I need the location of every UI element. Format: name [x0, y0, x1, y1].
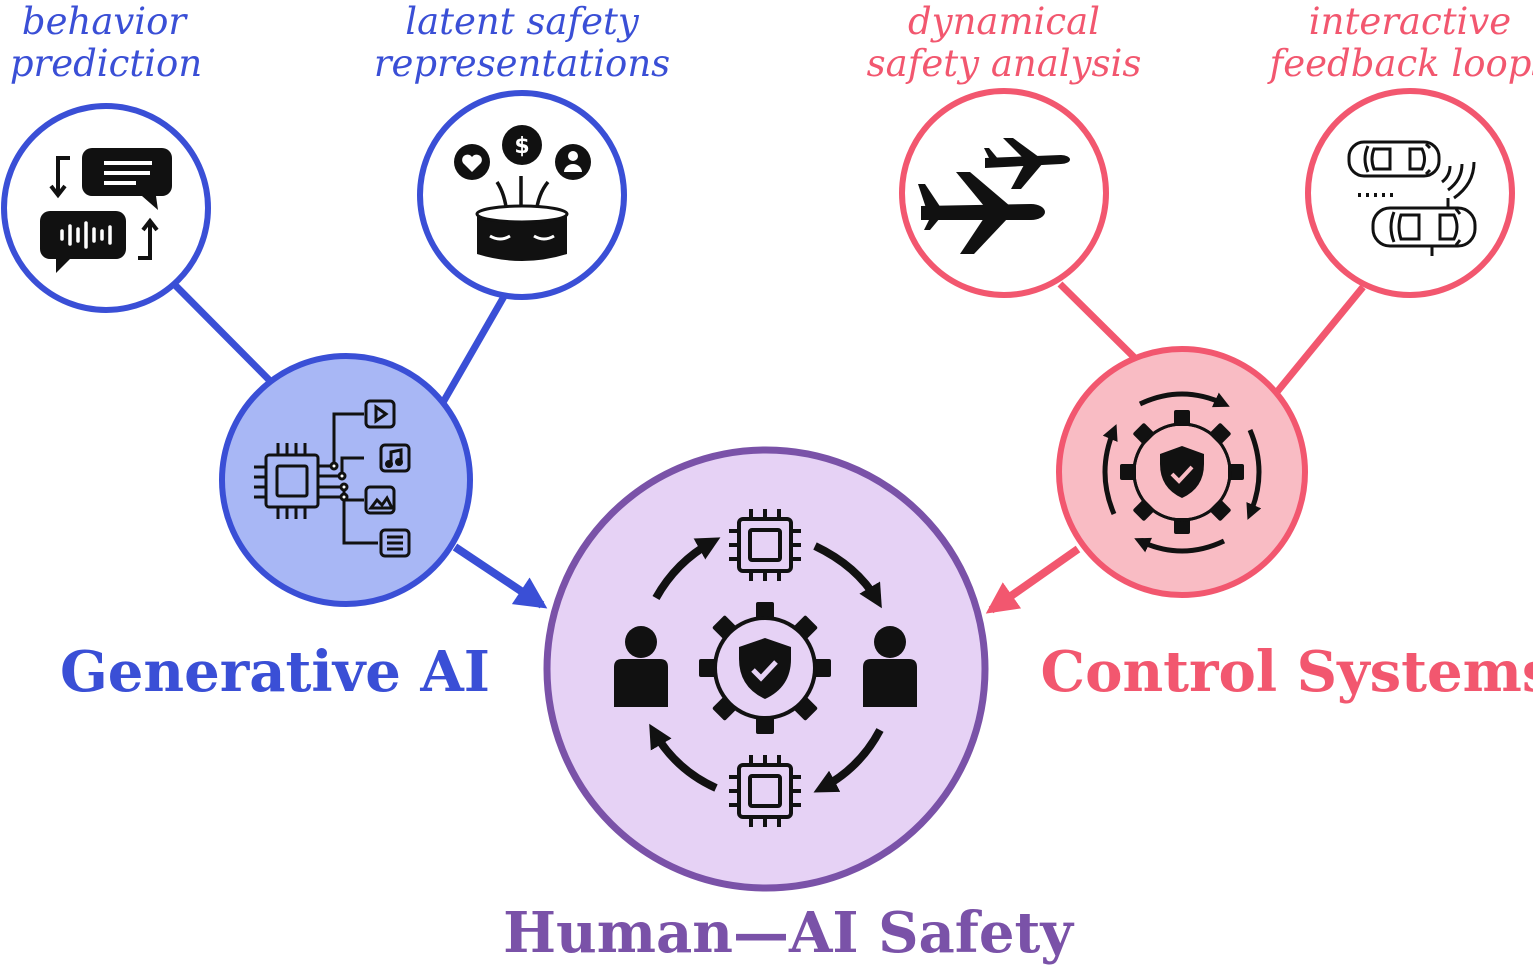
interactive-feedback-label-line1: interactive [1309, 0, 1511, 43]
chat-exchange-icon [40, 148, 172, 273]
latent-safety-node: $ [417, 90, 627, 300]
cars-icon [1347, 140, 1477, 256]
chip-icon [729, 509, 801, 581]
dynamical-safety-label-line2: safety analysis [867, 42, 1142, 85]
interactive-feedback-node [1305, 88, 1515, 298]
airplanes-icon [918, 138, 1070, 254]
behavior-prediction-node [1, 103, 211, 313]
behavior-prediction-label-line2: prediction [10, 42, 202, 85]
labels: behavior prediction latent safety repres… [10, 0, 1533, 966]
behavior-prediction-label-line1: behavior [22, 0, 188, 43]
latent-safety-label-line2: representations [374, 42, 670, 85]
latent-safety-label-line1: latent safety [405, 0, 640, 43]
connector-feedback-to-control [1260, 284, 1366, 412]
arrow-control-to-center [985, 545, 1081, 614]
dynamical-safety-label-line1: dynamical [908, 0, 1100, 43]
multimodal-chip-icon [254, 399, 411, 558]
generative-ai-title: Generative AI [60, 639, 490, 705]
dynamical-safety-node [899, 88, 1109, 298]
human-ai-safety-node [543, 446, 989, 892]
svg-text:$: $ [514, 134, 529, 159]
gear-shield-icon [699, 602, 831, 734]
interactive-feedback-label-line2: feedback loops [1267, 42, 1533, 85]
arrow-genai-to-center [452, 543, 548, 609]
human-ai-safety-title: Human—AI Safety [503, 900, 1074, 966]
control-systems-title: Control Systems [1041, 639, 1533, 705]
control-systems-node [1056, 346, 1308, 598]
chip-icon [729, 755, 801, 827]
person-icon [614, 626, 668, 707]
generative-ai-node [219, 353, 473, 607]
person-icon [863, 626, 917, 707]
latent-pot-icon: $ [454, 125, 591, 261]
safety-gear-cycle-icon [1102, 391, 1262, 554]
human-ai-loop-icon [614, 509, 917, 827]
